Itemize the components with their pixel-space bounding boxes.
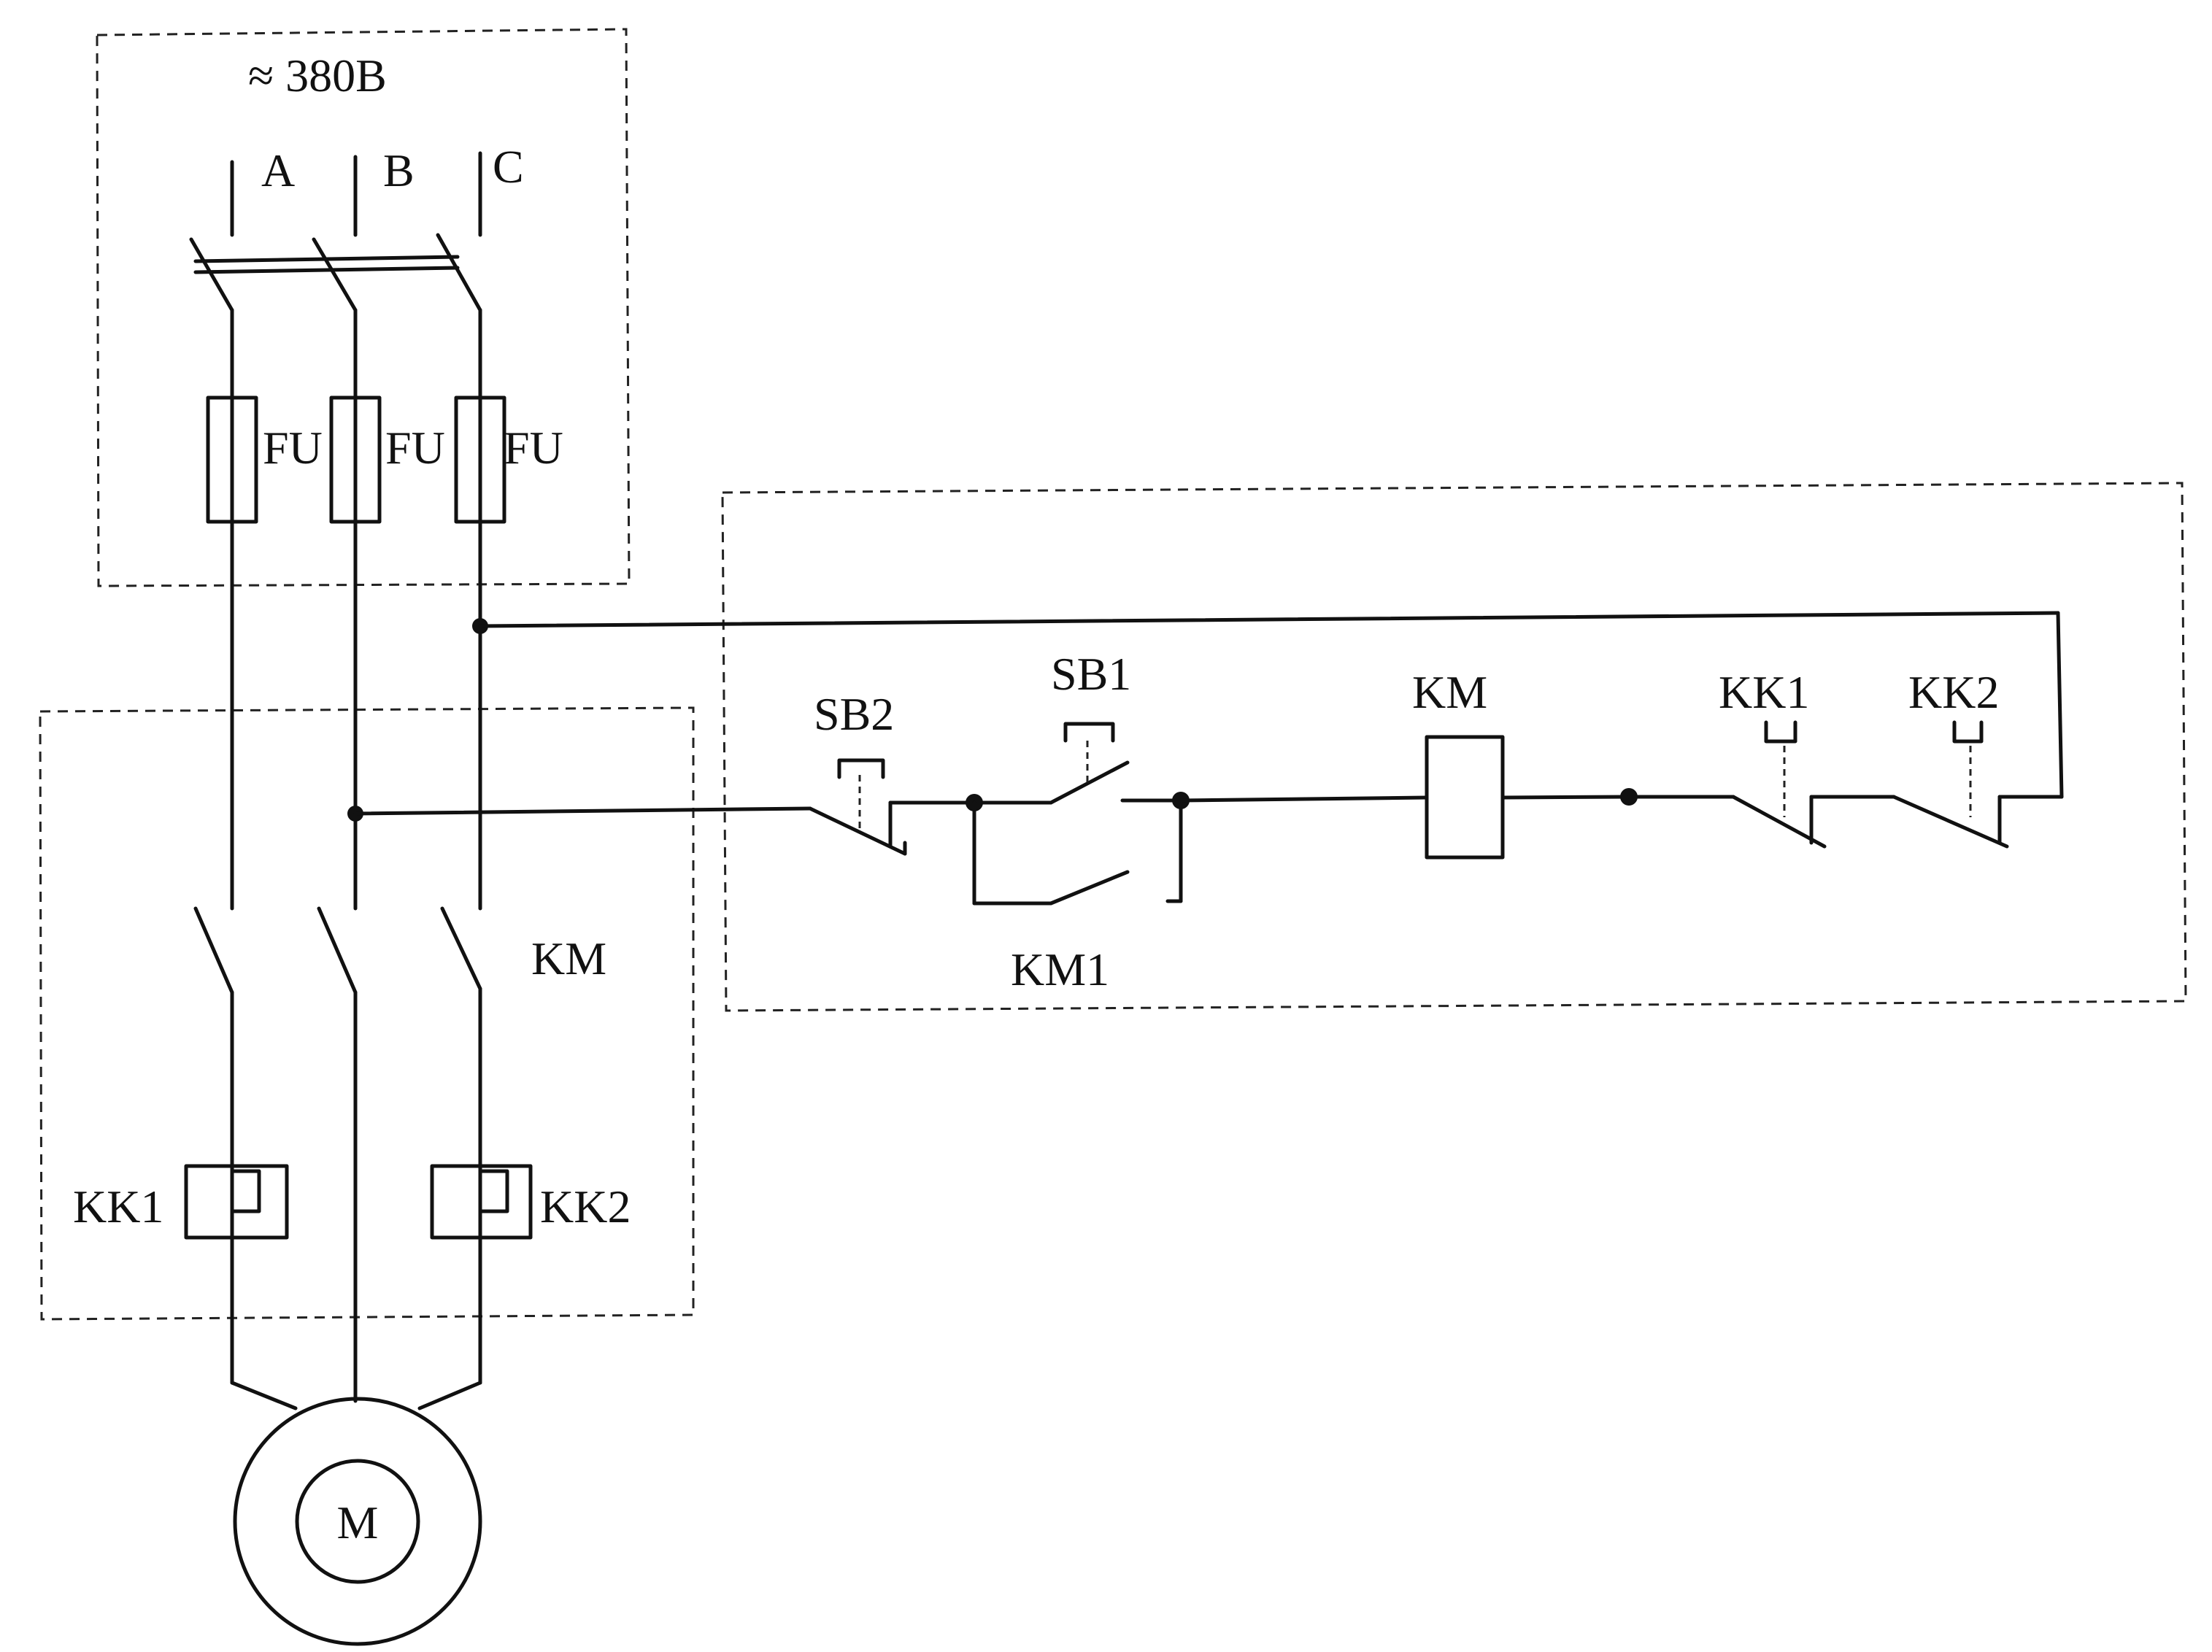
fuse-1-label: FU <box>263 422 323 474</box>
fuse-2-label: FU <box>385 422 445 474</box>
control-enclosure <box>721 482 2187 1012</box>
fuse-3-label: FU <box>504 422 563 474</box>
supply-voltage-label: ≈ 380B <box>248 50 387 101</box>
fuse-2 <box>329 395 382 524</box>
holding-contact-km1 <box>972 798 1183 906</box>
motor-label: M <box>337 1497 379 1548</box>
main-contactor-label: KM <box>531 933 606 984</box>
phase-b-label: B <box>383 144 415 196</box>
overload-contact-kk1 <box>1627 720 1896 849</box>
fuse-1 <box>206 395 258 524</box>
overload-contact-kk2 <box>1892 720 2009 849</box>
supply-enclosure <box>96 28 631 587</box>
overload-contact-1-label: KK1 <box>1719 666 1809 718</box>
overload-relay-1 <box>184 1164 289 1240</box>
start-button-label: SB1 <box>1051 648 1131 700</box>
control-feed-phase-b <box>347 806 812 822</box>
stop-button-label: SB2 <box>814 688 894 740</box>
main-switch <box>189 233 482 312</box>
phase-a-label: A <box>261 144 295 196</box>
fuse-3 <box>454 395 506 524</box>
phase-wires-upper <box>230 308 482 400</box>
coil-label: KM <box>1412 666 1487 718</box>
overload-relay-1-label: KK1 <box>73 1181 163 1232</box>
overload-relay-2-label: KK2 <box>540 1181 631 1232</box>
motor <box>233 1397 482 1646</box>
control-feed-phase-c <box>472 611 2064 799</box>
start-button-sb1 <box>972 722 1183 805</box>
stop-button-sb2 <box>808 758 976 856</box>
overload-relay-2 <box>430 1164 533 1240</box>
contactor-coil <box>1179 735 1638 860</box>
phase-c-label: C <box>493 141 524 193</box>
main-contactor-contacts <box>193 906 482 995</box>
holding-contact-label: KM1 <box>1011 943 1109 995</box>
supply-terminals <box>230 151 482 237</box>
phase-wires-lower <box>230 987 482 1410</box>
overload-contact-2-label: KK2 <box>1908 666 1999 718</box>
phase-wires-middle <box>230 520 482 911</box>
